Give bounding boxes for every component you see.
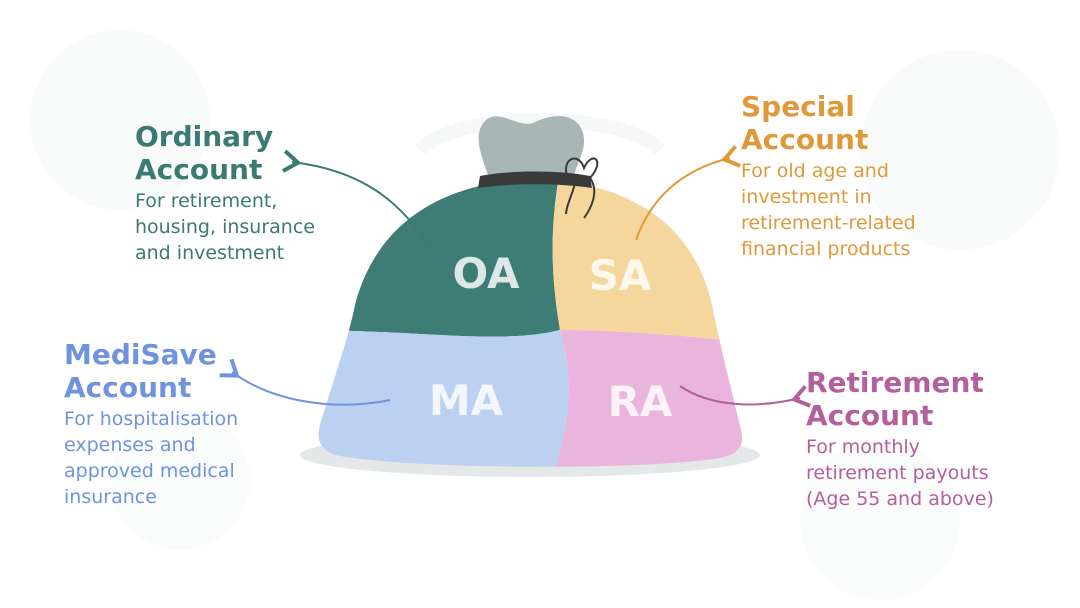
special-account-desc-line: investment in [741,186,872,208]
segment-label-oa: OA [452,249,520,298]
ordinary-account-title-line1: Ordinary [135,120,274,153]
segment-label-ma: MA [429,376,504,425]
segment-label-ra: RA [608,377,673,426]
medisave-account-desc-line: expenses and [64,434,196,456]
retirement-account-title-line1: Retirement [806,366,984,399]
ordinary-account-description: For retirement, housing, insurance and inv… [135,188,385,266]
special-account-title-line2: Account [741,123,869,156]
special-account-desc-line: retirement-related [741,212,916,234]
bag-bow [565,157,599,219]
medisave-account-desc-line: approved medical [64,460,235,482]
medisave-account-desc-line: For hospitalisation [64,408,239,430]
special-account-title-line1: Special [741,90,855,123]
ordinary-account-title-line2: Account [135,153,263,186]
retirement-account-desc-line: (Age 55 and above) [806,488,994,510]
bag-neck [478,116,585,182]
ordinary-account-desc-line: housing, insurance [135,216,315,238]
ordinary-account-desc-line: For retirement, [135,190,278,212]
arrow-ra [679,385,811,408]
arrow-oa [281,149,431,249]
special-account-desc-line: For old age and [741,160,889,182]
retirement-account-description: For monthly retirement payouts (Age 55 and… [806,434,1046,512]
retirement-account-desc-line: retirement payouts [806,462,989,484]
medisave-account-title-line2: Account [64,371,192,404]
segment-ma [318,330,569,467]
special-account-desc-line: financial products [741,238,911,260]
retirement-account-title-line2: Account [806,399,934,432]
retirement-account-desc-line: For monthly [806,436,920,458]
segment-ra [548,330,743,467]
background-decoration [30,30,1060,600]
medisave-account-title-line1: MediSave [64,338,217,371]
segment-label-sa: SA [589,251,652,300]
medisave-account-description: For hospitalisation expenses and approved … [64,406,314,510]
ordinary-account-desc-line: and investment [135,242,285,264]
bag-tie [478,171,592,188]
medisave-account-desc-line: insurance [64,486,157,508]
arrow-ma [219,358,391,406]
special-account-description: For old age and investment in retirement-r… [741,158,981,262]
arrow-sa [635,145,741,241]
